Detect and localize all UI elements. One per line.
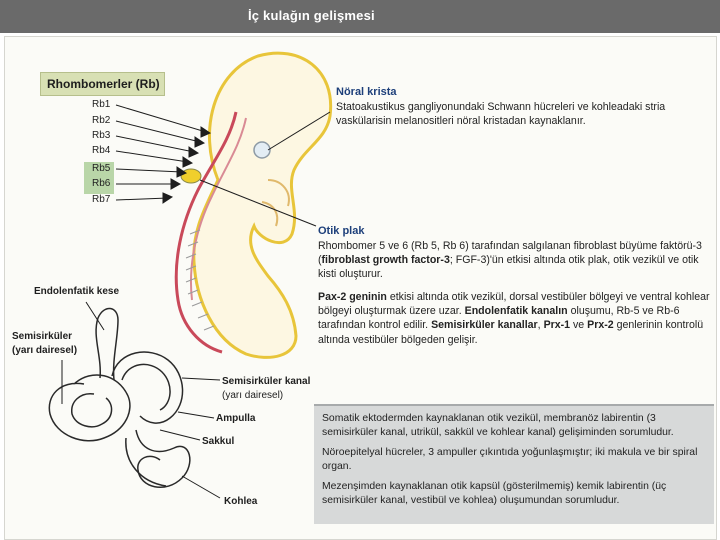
rb-item: Rb2: [92, 115, 111, 126]
pharyngeal-arch: [267, 179, 290, 207]
rb-item: Rb7: [92, 194, 111, 205]
eye-shape: [253, 141, 271, 159]
semicircular-left-label: Semisirküler: [12, 331, 73, 342]
semicircular-canal-label: Semisirküler kanal: [222, 376, 311, 387]
cochlea-label: Kohlea: [224, 496, 258, 507]
semicircular-left-sublabel: (yarı dairesel): [12, 345, 78, 356]
rb5-rb6-highlight: [84, 162, 114, 194]
rhombomere-tag: Rhombomerler (Rb): [40, 72, 165, 96]
summary-box: Somatik ektodermden kaynaklanan otik vez…: [314, 404, 714, 524]
neural-tube: [174, 111, 238, 354]
rb-item: Rb6: [92, 178, 111, 189]
inner-ear-leaders: [61, 301, 221, 499]
ampulla-label: Ampulla: [216, 413, 256, 424]
otic-placode-leader: [199, 179, 317, 227]
otic-placode-paragraph-1: Rhombomer 5 ve 6 (Rb 5, Rb 6) tarafından…: [318, 240, 702, 281]
summary-paragraph-2: Nöroepitelyal hücreler, 3 ampuller çıkın…: [322, 447, 698, 472]
neural-crest-heading: Nöral krista: [336, 86, 397, 98]
rb-item: Rb5: [92, 163, 111, 174]
summary-paragraph-1: Somatik ektodermden kaynaklanan otik vez…: [322, 413, 674, 438]
embryo-outline: [192, 51, 333, 359]
neural-crest-leader: [267, 111, 331, 151]
neural-tube-wall: [189, 117, 247, 301]
rb-item: Rb1: [92, 99, 111, 110]
rb-item: Rb3: [92, 130, 111, 141]
saccule-label: Sakkul: [202, 436, 235, 447]
otic-placode-paragraph-2: Pax-2 geninin etkisi altında otik vezikü…: [318, 291, 710, 346]
somites: [185, 229, 215, 331]
rhombomere-pointers: [115, 104, 212, 204]
header-bar: İç kulağın gelişmesi: [0, 0, 720, 33]
neural-crest-text: Statoakustikus gangliyonundaki Schwann h…: [336, 101, 666, 128]
summary-paragraph-3: Mezenşimden kaynaklanan otik kapsül (gös…: [322, 481, 667, 506]
semicircular-canal-sublabel: (yarı dairesel): [222, 390, 284, 401]
page-title: İç kulağın gelişmesi: [248, 8, 375, 23]
endolymphatic-sac-label: Endolenfatik kese: [34, 286, 120, 297]
rb-item: Rb4: [92, 145, 111, 156]
inner-ear-drawing: [48, 307, 191, 488]
otic-placode-heading: Otik plak: [318, 225, 365, 237]
rhombomere-tag-label: Rhombomerler (Rb): [47, 77, 160, 91]
